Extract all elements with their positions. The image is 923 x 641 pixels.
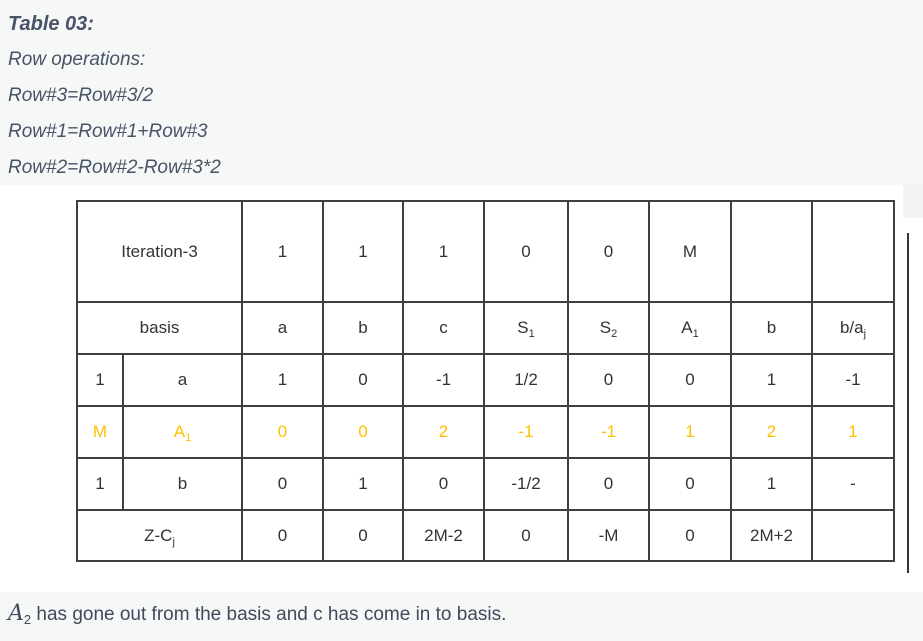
row-operation-1: Row#3=Row#3/2	[8, 85, 154, 106]
col-header-label: b	[766, 318, 777, 337]
col-header-a1: A1	[648, 301, 733, 355]
cj-cell: 0	[567, 200, 651, 303]
col-header-label: A	[681, 318, 693, 337]
col-header-label: S	[599, 318, 612, 337]
basis-var-label: b	[177, 474, 188, 493]
basis-cell: b	[121, 457, 244, 511]
col-header-label: b/a	[839, 318, 864, 337]
cj-cell: 1	[402, 200, 486, 303]
table-row-basis-a: 1 a 1 0 -1 1/2 0 0 1 -1	[76, 353, 896, 407]
cj-cell: 0	[483, 200, 570, 303]
simplex-table: Iteration-3 1 1 1 0 0 M basis a b c S1 S…	[75, 200, 896, 562]
z-value-cell: 2M+2	[730, 509, 814, 562]
col-header-b: b	[322, 301, 405, 355]
basis-var-sub: 1	[185, 432, 192, 444]
col-header-s1: S1	[483, 301, 570, 355]
math-variable: A	[8, 601, 24, 626]
value-cell: -1	[483, 405, 570, 459]
value-cell: -1/2	[483, 457, 570, 511]
math-variable-sub: 2	[23, 612, 32, 627]
value-cell: 0	[648, 457, 733, 511]
conclusion-sentence: has gone out from the basis and c has co…	[31, 604, 507, 625]
value-cell: 0	[567, 353, 651, 407]
z-cj-base: Z-C	[144, 525, 173, 545]
z-value-cell: 0	[322, 509, 405, 562]
col-header-label: S	[517, 318, 529, 337]
value-cell: 1	[241, 353, 325, 407]
table-row-basis-b: 1 b 0 1 0 -1/2 0 0 1 -	[76, 457, 896, 511]
col-header-label: c	[439, 318, 448, 337]
z-value-cell: 0	[241, 509, 325, 562]
value-cell: 1	[648, 405, 733, 459]
cj-cell	[730, 200, 814, 303]
iteration-label: Iteration-3	[75, 200, 244, 303]
basis-header: basis	[75, 301, 244, 355]
col-header-sub: 1	[692, 328, 699, 340]
ratio-cell: -	[811, 457, 896, 511]
col-header-rhs: b	[730, 301, 814, 355]
value-cell: -1	[567, 405, 651, 459]
table-row-basis-a1: M A1 0 0 2 -1 -1 1 2 1	[76, 405, 896, 459]
col-header-c: c	[402, 301, 486, 355]
value-cell: 0	[567, 457, 651, 511]
value-cell: 0	[241, 405, 325, 459]
col-header-a: a	[241, 301, 325, 355]
value-cell: 0	[322, 353, 405, 407]
cj-cell: 1	[241, 200, 325, 303]
value-cell: -1	[402, 353, 486, 407]
z-value-cell: 0	[483, 509, 570, 562]
row-operation-3: Row#2=Row#2-Row#3*2	[8, 157, 221, 178]
coef-cell: M	[76, 405, 124, 459]
coef-cell: 1	[76, 457, 124, 511]
table-row-column-headers: basis a b c S1 S2 A1 b b/aj	[75, 301, 896, 355]
page-title: Table 03:	[8, 13, 94, 35]
z-cj-sub: j	[172, 535, 175, 548]
value-cell: 0	[322, 405, 405, 459]
value-cell: 0	[241, 457, 325, 511]
value-cell: 1	[730, 457, 814, 511]
basis-cell: a	[121, 353, 244, 407]
z-value-cell: 2M-2	[402, 509, 486, 562]
conclusion-text: A2 has gone out from the basis and c has…	[8, 601, 908, 626]
value-cell: 1	[322, 457, 405, 511]
z-value-cell	[811, 509, 896, 562]
right-edge-line	[907, 233, 909, 573]
intro-text-block: Table 03: Row operations: Row#3=Row#3/2 …	[8, 6, 708, 186]
value-cell: 1	[730, 353, 814, 407]
z-value-cell: -M	[567, 509, 651, 562]
ratio-cell: -1	[811, 353, 896, 407]
z-cj-label: Z-Cj	[75, 509, 244, 562]
value-cell: 1/2	[483, 353, 570, 407]
col-header-sub: 1	[528, 328, 535, 340]
value-cell: 2	[402, 405, 486, 459]
row-operation-2: Row#1=Row#1+Row#3	[8, 121, 208, 142]
col-header-ratio: b/aj	[811, 301, 896, 355]
table-row-iteration: Iteration-3 1 1 1 0 0 M	[75, 200, 896, 303]
col-header-label: a	[277, 318, 288, 337]
col-header-sub: j	[863, 328, 867, 340]
value-cell: 0	[648, 353, 733, 407]
ratio-cell: 1	[811, 405, 896, 459]
cj-cell: 1	[322, 200, 405, 303]
z-value-cell: 0	[648, 509, 733, 562]
corner-gray-box	[903, 185, 923, 218]
coef-cell: 1	[76, 353, 124, 407]
col-header-label: b	[358, 318, 368, 337]
row-operations-heading: Row operations:	[8, 49, 146, 70]
cj-cell	[811, 200, 896, 303]
basis-cell: A1	[121, 405, 244, 459]
value-cell: 0	[402, 457, 486, 511]
value-cell: 2	[730, 405, 814, 459]
cj-cell: M	[648, 200, 733, 303]
basis-var-label: A	[173, 422, 186, 441]
col-header-s2: S2	[567, 301, 651, 355]
basis-var-label: a	[177, 370, 188, 389]
table-row-z-cj: Z-Cj 0 0 2M-2 0 -M 0 2M+2	[75, 509, 896, 562]
col-header-sub: 2	[611, 328, 618, 340]
